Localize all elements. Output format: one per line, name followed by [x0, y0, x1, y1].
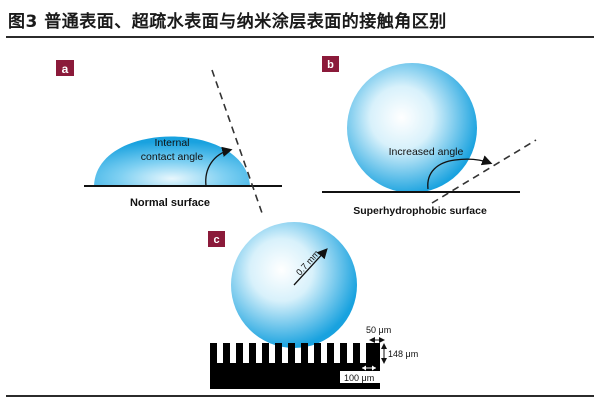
water-droplet-superhydrophobic — [347, 63, 477, 193]
panel-c-badge-label: c — [213, 234, 219, 246]
panel-b: b Increased angle Superhydrophobic surfa… — [322, 56, 537, 217]
angle-arc-superhydrophobic — [427, 155, 493, 190]
pillar-height-label: 148 μm — [388, 349, 418, 359]
pillar-gap-label: 50 μm — [366, 325, 391, 335]
panel-a-badge-label: a — [62, 62, 69, 76]
superhydrophobic-surface-label: Superhydrophobic surface — [353, 205, 487, 217]
panel-a: a Internal contact angle Normal surface — [56, 60, 282, 214]
title-divider — [6, 36, 594, 38]
radius-arrow — [293, 248, 328, 286]
panel-c-badge — [208, 231, 225, 247]
water-droplet-normal — [94, 136, 250, 186]
angle-arc-normal — [205, 146, 233, 187]
figure-title: 图3 普通表面、超疏水表面与纳米涂层表面的接触角区别 — [8, 12, 447, 32]
pitch-label-background — [340, 371, 380, 383]
internal-angle-label-line1: Internal — [154, 137, 189, 149]
tangent-line-superhydrophobic — [431, 139, 537, 204]
normal-surface-label: Normal surface — [130, 197, 210, 209]
panel-b-badge — [322, 56, 339, 72]
internal-angle-label-line2: contact angle — [141, 151, 204, 163]
increased-angle-label: Increased angle — [389, 146, 464, 158]
tangent-line-normal — [211, 69, 263, 214]
pillar-pitch-label: 100 μm — [344, 373, 374, 383]
bottom-divider — [6, 395, 594, 397]
panel-b-badge-label: b — [327, 59, 334, 71]
pitch-dimension-arrowheads — [362, 365, 376, 371]
panel-c: c 0.7 mm 50 μm 148 μm — [208, 222, 418, 389]
panel-a-badge — [56, 60, 74, 76]
